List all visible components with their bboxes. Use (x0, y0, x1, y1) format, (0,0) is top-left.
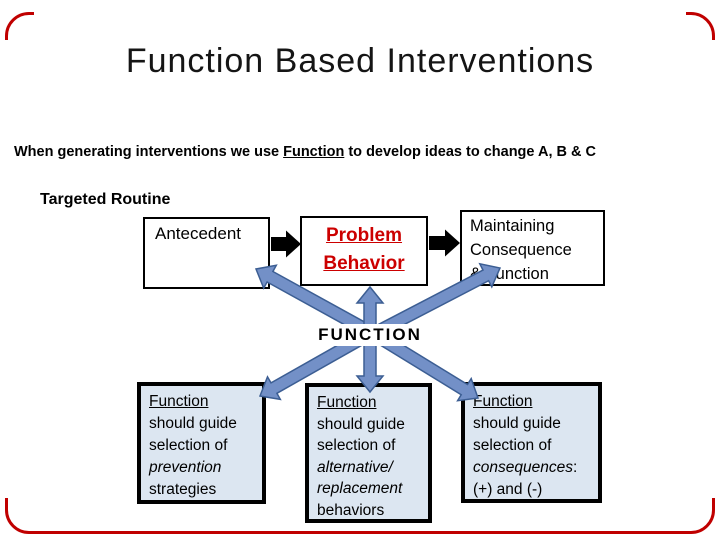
border-mask-top (34, 8, 686, 20)
alternative-line-4: alternative/ (317, 458, 393, 476)
subtitle-post: to develop ideas to change A, B & C (344, 144, 596, 160)
consequence-line-3: selection of (473, 437, 552, 454)
maintaining-consequence-box: Maintaining Consequence & Function (460, 210, 605, 286)
alternative-behaviors-box: Function should guide selection of alter… (305, 383, 432, 523)
problem-behavior-box: Problem Behavior (300, 216, 428, 286)
alternative-line-3: selection of (317, 437, 396, 454)
prevention-line-4: prevention (149, 459, 222, 476)
targeted-routine-label: Targeted Routine (40, 191, 171, 208)
consequences-box: Function should guide selection of conse… (461, 382, 602, 503)
prevention-strategies-box: Function should guide selection of preve… (137, 382, 266, 504)
subtitle-pre: When generating interventions we use (14, 144, 284, 160)
consequence-line-4-suffix: : (572, 459, 578, 476)
maintaining-line-1: Maintaining (470, 217, 555, 235)
border-mask-right (708, 40, 718, 498)
antecedent-label: Antecedent (155, 224, 242, 243)
consequence-line-4: consequences: (473, 457, 598, 479)
subtitle: When generating interventions we use Fun… (14, 144, 712, 160)
maintaining-line-3: & Function (470, 265, 549, 283)
prevention-line-1: Function (149, 393, 209, 410)
prevention-line-5: strategies (149, 481, 217, 498)
antecedent-box: Antecedent (143, 217, 270, 289)
consequence-line-4-italic: consequences (473, 459, 573, 476)
prevention-line-2: should guide (149, 415, 237, 432)
problem-line-2: Behavior (323, 253, 405, 274)
function-label: FUNCTION (303, 324, 437, 346)
slide-title: Function Based Interventions (125, 42, 595, 80)
consequence-line-2: should guide (473, 415, 561, 432)
problem-line-1: Problem (325, 225, 403, 246)
consequence-line-5: (+) and (-) (473, 481, 543, 498)
prevention-line-3: selection of (149, 437, 228, 454)
alternative-line-1: Function (317, 394, 377, 411)
consequence-line-1: Function (473, 393, 533, 410)
alternative-line-6: behaviors (317, 501, 385, 519)
alternative-line-2: should guide (317, 415, 405, 433)
maintaining-line-2: Consequence (470, 241, 572, 259)
alternative-line-5: replacement (317, 480, 403, 497)
subtitle-underlined-word: Function (283, 144, 345, 160)
border-mask-left (2, 40, 12, 498)
